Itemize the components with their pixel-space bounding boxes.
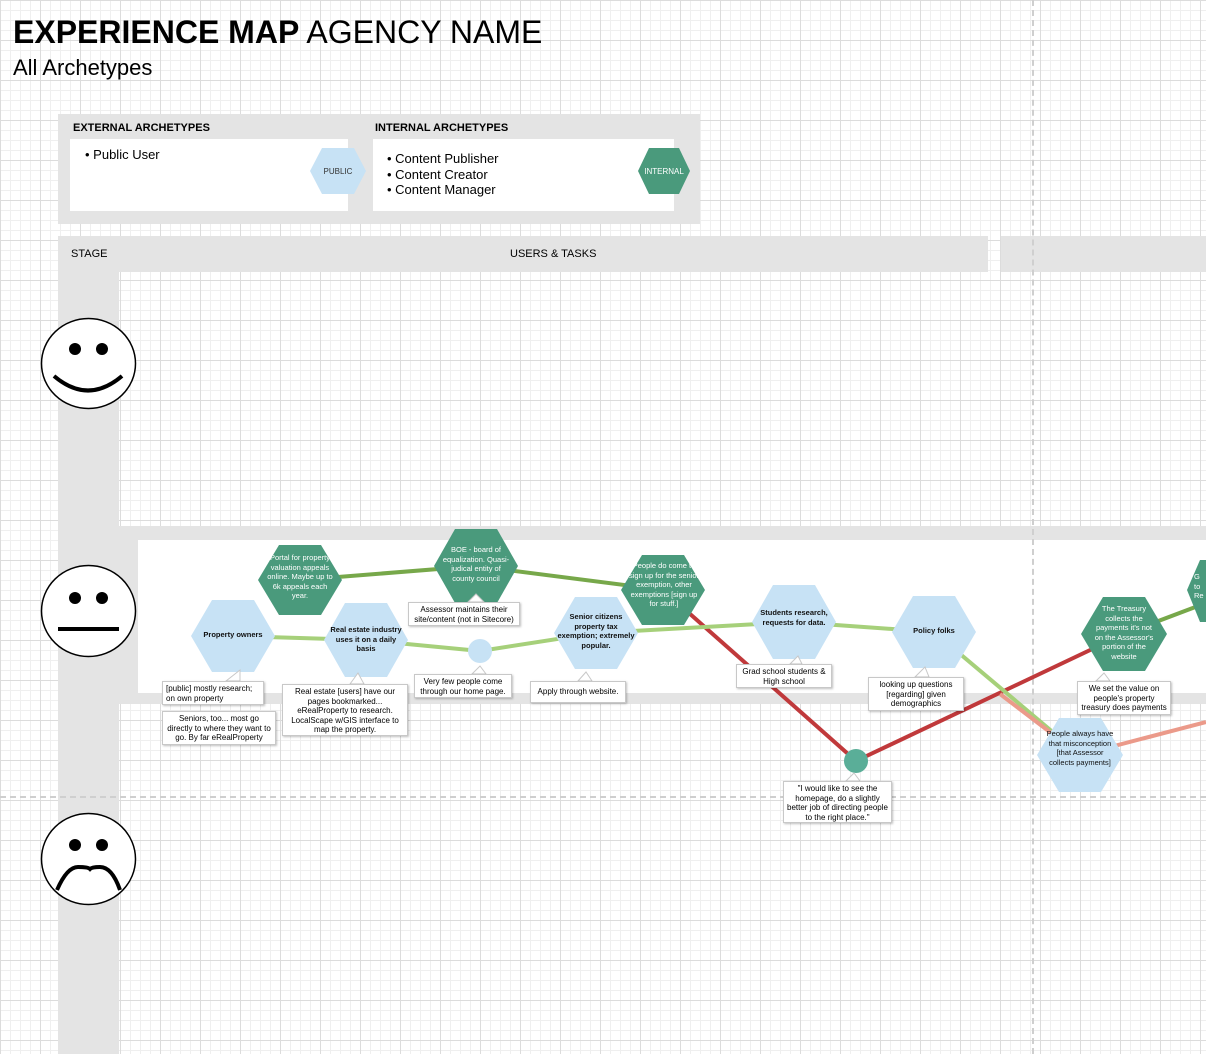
public-node: People always have that misconception [t… <box>1037 718 1123 792</box>
internal-archetype-item: Content Publisher <box>387 151 674 167</box>
public-node: Policy folks <box>892 596 976 668</box>
note-card: Grad school students & High school <box>736 664 832 688</box>
external-archetypes-heading: EXTERNAL ARCHETYPES <box>73 122 210 134</box>
note-card: Seniors, too... most go directly to wher… <box>162 711 276 745</box>
public-node: Real estate industry uses it on a daily … <box>324 603 408 677</box>
note-card: [public] mostly research; on own propert… <box>162 681 264 705</box>
internal-archetype-item: Content Creator <box>387 167 674 183</box>
internal-node-text: BOE - board of equalization. Quasi-judic… <box>442 545 510 583</box>
title-agency: AGENCY NAME <box>306 14 543 50</box>
public-node: Senior citizens property tax exemption; … <box>554 597 638 669</box>
public-node: Property owners <box>191 600 275 672</box>
sad-face-icon <box>40 812 137 906</box>
public-marker-dot <box>468 639 492 663</box>
note-tail <box>470 665 487 675</box>
public-node-text: Policy folks <box>913 626 955 635</box>
internal-archetypes-heading: INTERNAL ARCHETYPES <box>375 122 509 134</box>
public-node-text: People always have that misconception [t… <box>1046 729 1114 767</box>
note-tail <box>1094 672 1111 682</box>
note-card: Very few people come through our home pa… <box>414 674 512 698</box>
external-archetypes-card: Public User <box>70 139 348 211</box>
public-node-text: Property owners <box>203 630 263 639</box>
public-node-text: Senior citizens property tax exemption; … <box>557 612 635 650</box>
internal-node: People do come to sign up for the senior… <box>621 555 705 625</box>
note-tail <box>913 666 930 678</box>
internal-node-text: The Treasury collects the payments it's … <box>1094 604 1154 661</box>
public-badge-label: PUBLIC <box>324 167 353 176</box>
note-card: looking up questions [regarding] given d… <box>868 677 964 711</box>
happy-face-icon <box>40 317 137 410</box>
internal-node: G to Re <box>1187 560 1206 622</box>
connector-red <box>855 632 1125 763</box>
internal-node: Portal for property valuation appeals on… <box>258 545 342 615</box>
public-node: Students research, requests for data. <box>752 585 836 659</box>
public-badge-hexagon: PUBLIC <box>310 148 366 194</box>
internal-node-text: People do come to sign up for the senior… <box>628 561 700 608</box>
stage-header-band <box>58 236 988 272</box>
stage-label: STAGE <box>71 248 108 260</box>
internal-node-text: G to Re <box>1194 572 1204 600</box>
internal-badge-label: INTERNAL <box>644 167 684 176</box>
external-archetypes-list: Public User <box>70 139 348 163</box>
internal-node: BOE - board of equalization. Quasi-judic… <box>434 529 518 603</box>
note-card: Real estate [users] have our pages bookm… <box>282 684 408 736</box>
internal-badge-hexagon: INTERNAL <box>638 148 690 194</box>
users-tasks-label: USERS & TASKS <box>510 248 597 260</box>
note-card: Assessor maintains their site/content (n… <box>408 602 520 626</box>
note-card: Apply through website. <box>530 681 626 703</box>
horizontal-guide <box>0 796 1206 798</box>
internal-archetypes-card: Content Publisher Content Creator Conten… <box>373 139 674 211</box>
note-tail <box>844 772 861 782</box>
note-card: We set the value on people's property tr… <box>1077 681 1171 715</box>
note-tail <box>576 671 593 682</box>
title-bold: EXPERIENCE MAP <box>13 14 300 50</box>
note-card: "I would like to see the homepage, do a … <box>783 781 892 823</box>
internal-node: The Treasury collects the payments it's … <box>1081 597 1167 671</box>
internal-node-text: Portal for property valuation appeals on… <box>267 553 333 600</box>
public-node-text: Real estate industry uses it on a daily … <box>330 625 402 653</box>
page-subtitle: All Archetypes <box>13 55 153 80</box>
page-title: EXPERIENCE MAP AGENCY NAME <box>13 14 542 51</box>
internal-archetypes-list: Content Publisher Content Creator Conten… <box>373 139 674 198</box>
neutral-face-icon <box>40 564 137 658</box>
public-node-text: Students research, requests for data. <box>760 608 828 627</box>
internal-marker-dot <box>844 749 868 773</box>
external-archetype-item: Public User <box>85 147 348 163</box>
vertical-guide <box>1032 0 1034 1054</box>
next-stage-header-band <box>1001 236 1206 272</box>
internal-archetype-item: Content Manager <box>387 182 674 198</box>
